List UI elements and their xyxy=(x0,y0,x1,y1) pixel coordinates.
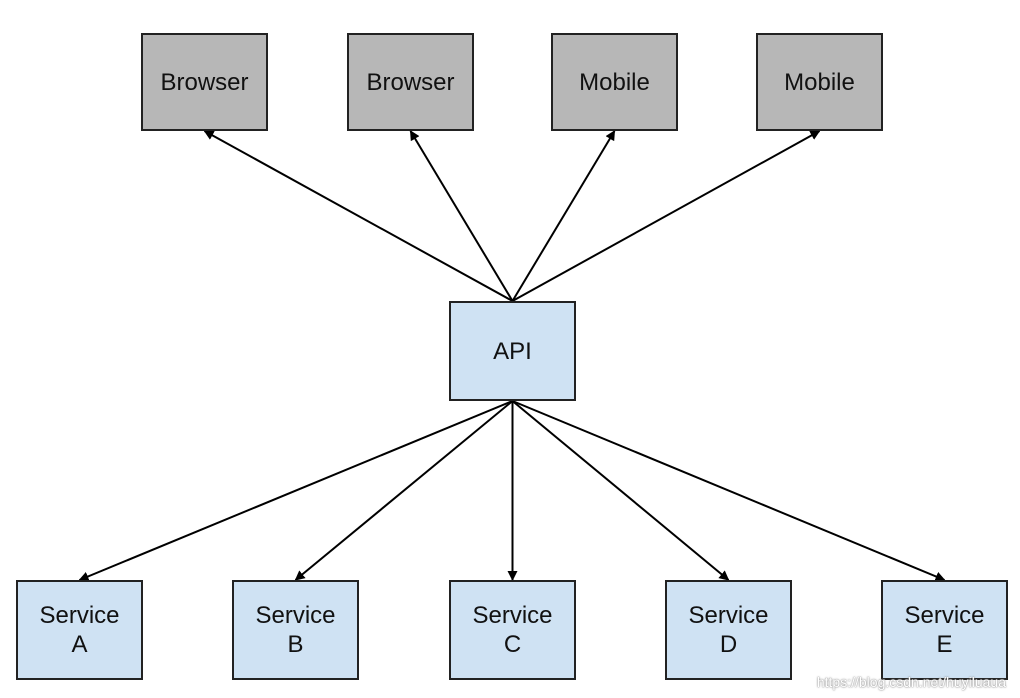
service-a-node: Service A xyxy=(16,580,143,680)
edge-api-to-service-3 xyxy=(511,400,730,581)
api-label: API xyxy=(493,337,532,365)
service-letter: E xyxy=(936,631,953,658)
edge-api-to-service-0 xyxy=(78,400,513,582)
edge-api-to-client-2 xyxy=(511,130,616,302)
edge-api-to-client-0 xyxy=(203,130,513,302)
service-letter: D xyxy=(719,631,738,658)
client-label: Browser xyxy=(366,68,455,96)
service-c-node: Service C xyxy=(449,580,576,680)
service-letter: C xyxy=(503,631,522,658)
edge-api-to-service-4 xyxy=(512,400,946,582)
service-label: Service xyxy=(688,602,769,629)
edge-api-to-service-1 xyxy=(294,400,514,581)
service-label: Service xyxy=(904,602,985,629)
service-letter: A xyxy=(71,631,88,658)
service-e-node: Service E xyxy=(881,580,1008,680)
edge-api-to-client-3 xyxy=(512,130,821,302)
service-letter: B xyxy=(287,631,304,658)
edge-api-to-client-1 xyxy=(409,130,514,302)
client-mobile-1: Mobile xyxy=(551,33,678,131)
api-gateway-node: API xyxy=(449,301,576,401)
client-mobile-2: Mobile xyxy=(756,33,883,131)
client-label: Browser xyxy=(160,68,249,96)
service-label: Service xyxy=(472,602,553,629)
watermark: https://blog.csdn.net/huyiluaua xyxy=(816,674,1006,690)
client-label: Mobile xyxy=(784,68,855,96)
service-b-node: Service B xyxy=(232,580,359,680)
client-browser-1: Browser xyxy=(141,33,268,131)
service-label: Service xyxy=(255,602,336,629)
service-label: Service xyxy=(39,602,120,629)
client-label: Mobile xyxy=(579,68,650,96)
client-browser-2: Browser xyxy=(347,33,474,131)
service-d-node: Service D xyxy=(665,580,792,680)
